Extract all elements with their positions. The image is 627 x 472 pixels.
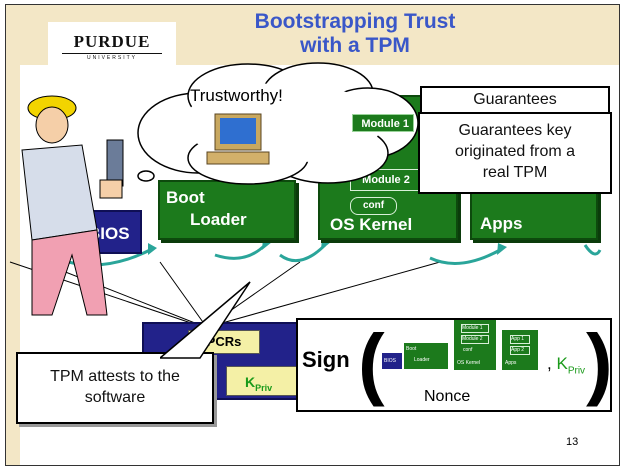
trustworthy-text: Trustworthy! [190,86,283,105]
logo-text: PURDUE [73,32,151,51]
guarantees-key-callout: Guarantees key originated from a real TP… [418,112,612,194]
tpm-attests-line-2: software [84,389,146,406]
arrow-head-1 [148,243,157,255]
guarantees-key-line-2: originated from a [454,143,576,160]
tpm-attests-callout: TPM attests to the software [16,352,214,424]
slide-title: Bootstrapping Trust with a TPM [200,10,510,58]
sign-comma: , [547,354,552,373]
mini-boot-loader: Boot Loader [404,343,448,369]
arrow-heads [148,238,507,255]
close-paren: ) [586,318,613,407]
kpriv-k: K [245,374,256,390]
mini-kernel-label: OS Kernel [457,360,481,366]
kpriv-box: KPriv [226,366,302,396]
title-line-1: Bootstrapping Trust [254,10,456,33]
mini-apps-label: Apps [505,360,517,366]
mini-bios-label: BIOS [384,358,396,364]
os-kernel-label: OS Kernel [330,215,413,234]
arrow-apps-end [583,244,602,256]
computer-icon [206,113,270,165]
mini-loader-label: Loader [414,357,430,363]
boot-label: Boot [166,188,205,207]
mini-conf-label: conf [463,347,473,353]
open-paren: ( [358,318,385,407]
nonce-label: Nonce [424,388,471,405]
sign-k-sub: Priv [567,365,586,377]
mini-boot-label: Boot [406,346,417,352]
conf-box: conf [350,197,397,215]
left-band [6,5,20,465]
sign-k: K [556,354,568,373]
technician-icon [21,95,124,316]
mini-app1-label: App 1 [510,335,530,344]
arrow-head-3 [321,238,331,250]
callout-pointer [160,281,251,359]
apps-label: Apps [480,214,523,233]
page-number: 13 [566,436,579,448]
arrow-kernel-mid [279,243,327,263]
tpm-attests-line-1: TPM attests to the [50,368,180,385]
mini-apps: App 1 App 2 Apps [502,330,538,370]
boot-loader-box: Boot Loader [158,180,296,240]
line-loader [159,261,206,326]
sign-label: Sign [302,347,350,372]
line-apps [214,261,441,326]
title-line-2: with a TPM [300,34,410,57]
sign-kpriv: , KPriv [547,354,585,376]
kpriv-sub: Priv [255,382,273,393]
arrow-head-2 [262,238,272,250]
loader-label: Loader [190,210,247,229]
module-1-box: Module 1 [352,114,414,132]
guarantees-callout: Guarantees [420,86,610,114]
mini-app2-label: App 2 [510,346,530,355]
arrow-head-4 [497,243,507,255]
mini-mod2-label: Module 2 [461,335,489,344]
arrow-loader-kernel [214,243,267,260]
arrow-kernel-apps [429,248,501,265]
mini-bios: BIOS [382,353,402,369]
apps-box: Apps [470,190,598,240]
logo-subtext: UNIVERSITY [62,53,162,61]
purdue-logo: PURDUE UNIVERSITY [48,22,176,68]
mini-mod1-label: Module 1 [461,324,489,333]
mini-kernel: Module 1 Module 2 conf OS Kernel [454,320,496,370]
guarantees-key-line-1: Guarantees key [458,122,572,139]
guarantees-key-line-3: real TPM [482,164,548,181]
